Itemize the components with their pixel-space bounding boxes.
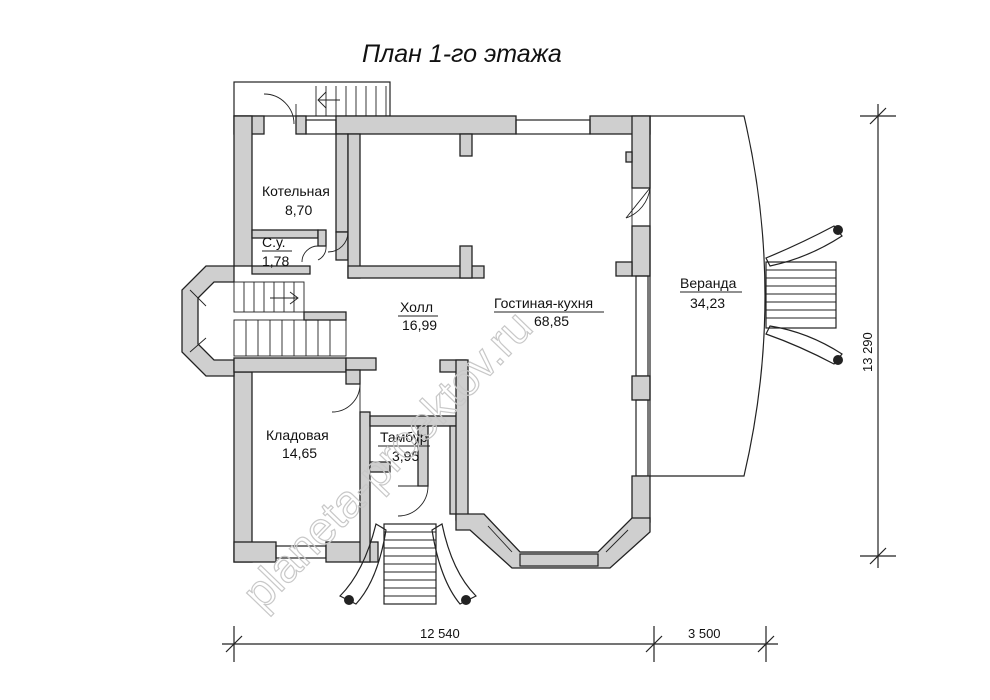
room-name-boiler: Котельная bbox=[262, 183, 330, 199]
veranda-structure bbox=[649, 115, 766, 477]
dimension-veranda-width: 3 500 bbox=[688, 626, 721, 641]
plan-title: План 1-го этажа bbox=[362, 40, 562, 68]
interior-stair bbox=[233, 281, 347, 357]
room-name-living: Гостиная-кухня bbox=[494, 295, 593, 311]
room-name-pantry: Кладовая bbox=[266, 427, 329, 443]
room-name-hall: Холл bbox=[400, 299, 433, 315]
living-bay bbox=[455, 513, 651, 569]
dimension-total-height: 13 290 bbox=[860, 332, 875, 372]
dimension-bottom: 12 540 3 500 bbox=[222, 626, 778, 662]
room-area-pantry: 14,65 bbox=[282, 445, 317, 461]
dimension-right: 13 290 bbox=[860, 104, 896, 568]
room-area-living: 68,85 bbox=[534, 313, 569, 329]
entrance-stair bbox=[338, 523, 478, 605]
room-labels: Котельная 8,70 С.у. 1,78 Холл 16,99 Гост… bbox=[262, 183, 742, 464]
stair-bay bbox=[181, 265, 235, 377]
veranda-stair bbox=[765, 225, 843, 365]
room-area-vestibule: 3,95 bbox=[392, 448, 419, 464]
room-area-wc: 1,78 bbox=[262, 253, 289, 269]
top-porch bbox=[233, 81, 391, 125]
room-name-vestibule: Тамбур bbox=[380, 429, 428, 445]
room-name-wc: С.у. bbox=[262, 234, 286, 250]
dimension-main-width: 12 540 bbox=[420, 626, 460, 641]
room-area-hall: 16,99 bbox=[402, 317, 437, 333]
room-area-veranda: 34,23 bbox=[690, 295, 725, 311]
door-swings bbox=[295, 104, 651, 517]
room-area-boiler: 8,70 bbox=[285, 202, 312, 218]
exterior-walls bbox=[233, 115, 651, 563]
room-name-veranda: Веранда bbox=[680, 275, 737, 291]
